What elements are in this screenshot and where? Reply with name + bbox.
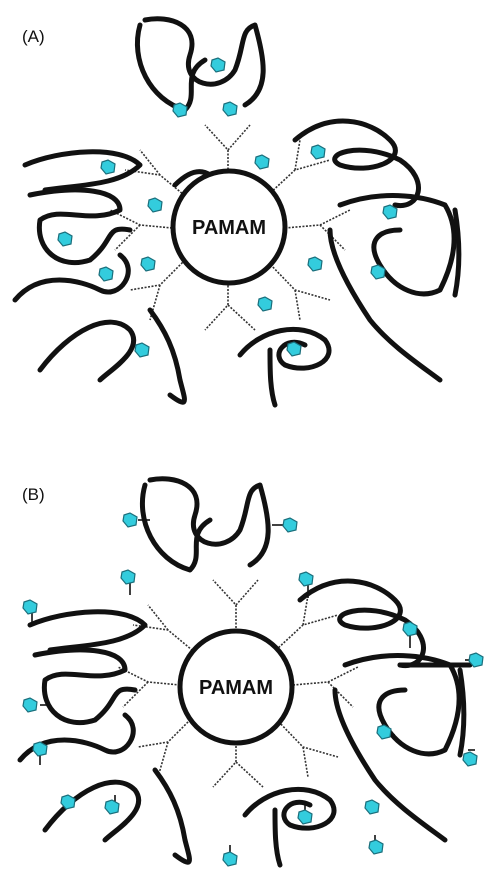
drug-molecule (105, 800, 119, 814)
drug-molecule (121, 570, 135, 584)
drug-molecule (135, 343, 149, 357)
drug-molecule (211, 58, 225, 72)
drug-molecule (308, 257, 322, 271)
panel-b: (B) (20, 479, 483, 866)
drug-molecule (99, 267, 113, 281)
drug-molecule (403, 622, 417, 636)
drug-molecule (311, 145, 325, 159)
drug-molecule (101, 160, 115, 174)
drug-molecule (23, 600, 37, 614)
drug-molecule (299, 572, 313, 586)
drug-molecule (255, 155, 269, 169)
drug-molecule (141, 257, 155, 271)
panel-a: (A) (15, 19, 459, 405)
drug-molecule (283, 518, 297, 532)
panel-a-core-label: PAMAM (192, 217, 266, 239)
drug-molecule (23, 698, 37, 712)
drug-molecule (58, 232, 72, 246)
drug-molecule (365, 800, 379, 814)
drug-molecule (123, 513, 137, 527)
panel-b-label: (B) (22, 485, 45, 504)
drug-molecule (173, 103, 187, 117)
drug-molecule (258, 297, 272, 311)
drug-molecule (298, 810, 312, 824)
drug-molecule (223, 852, 237, 866)
drug-molecule (463, 752, 477, 766)
drug-molecule (223, 102, 237, 116)
drug-molecule (148, 198, 162, 212)
panel-a-label: (A) (22, 27, 45, 46)
drug-molecule (369, 840, 383, 854)
panel-b-core-label: PAMAM (199, 677, 273, 699)
